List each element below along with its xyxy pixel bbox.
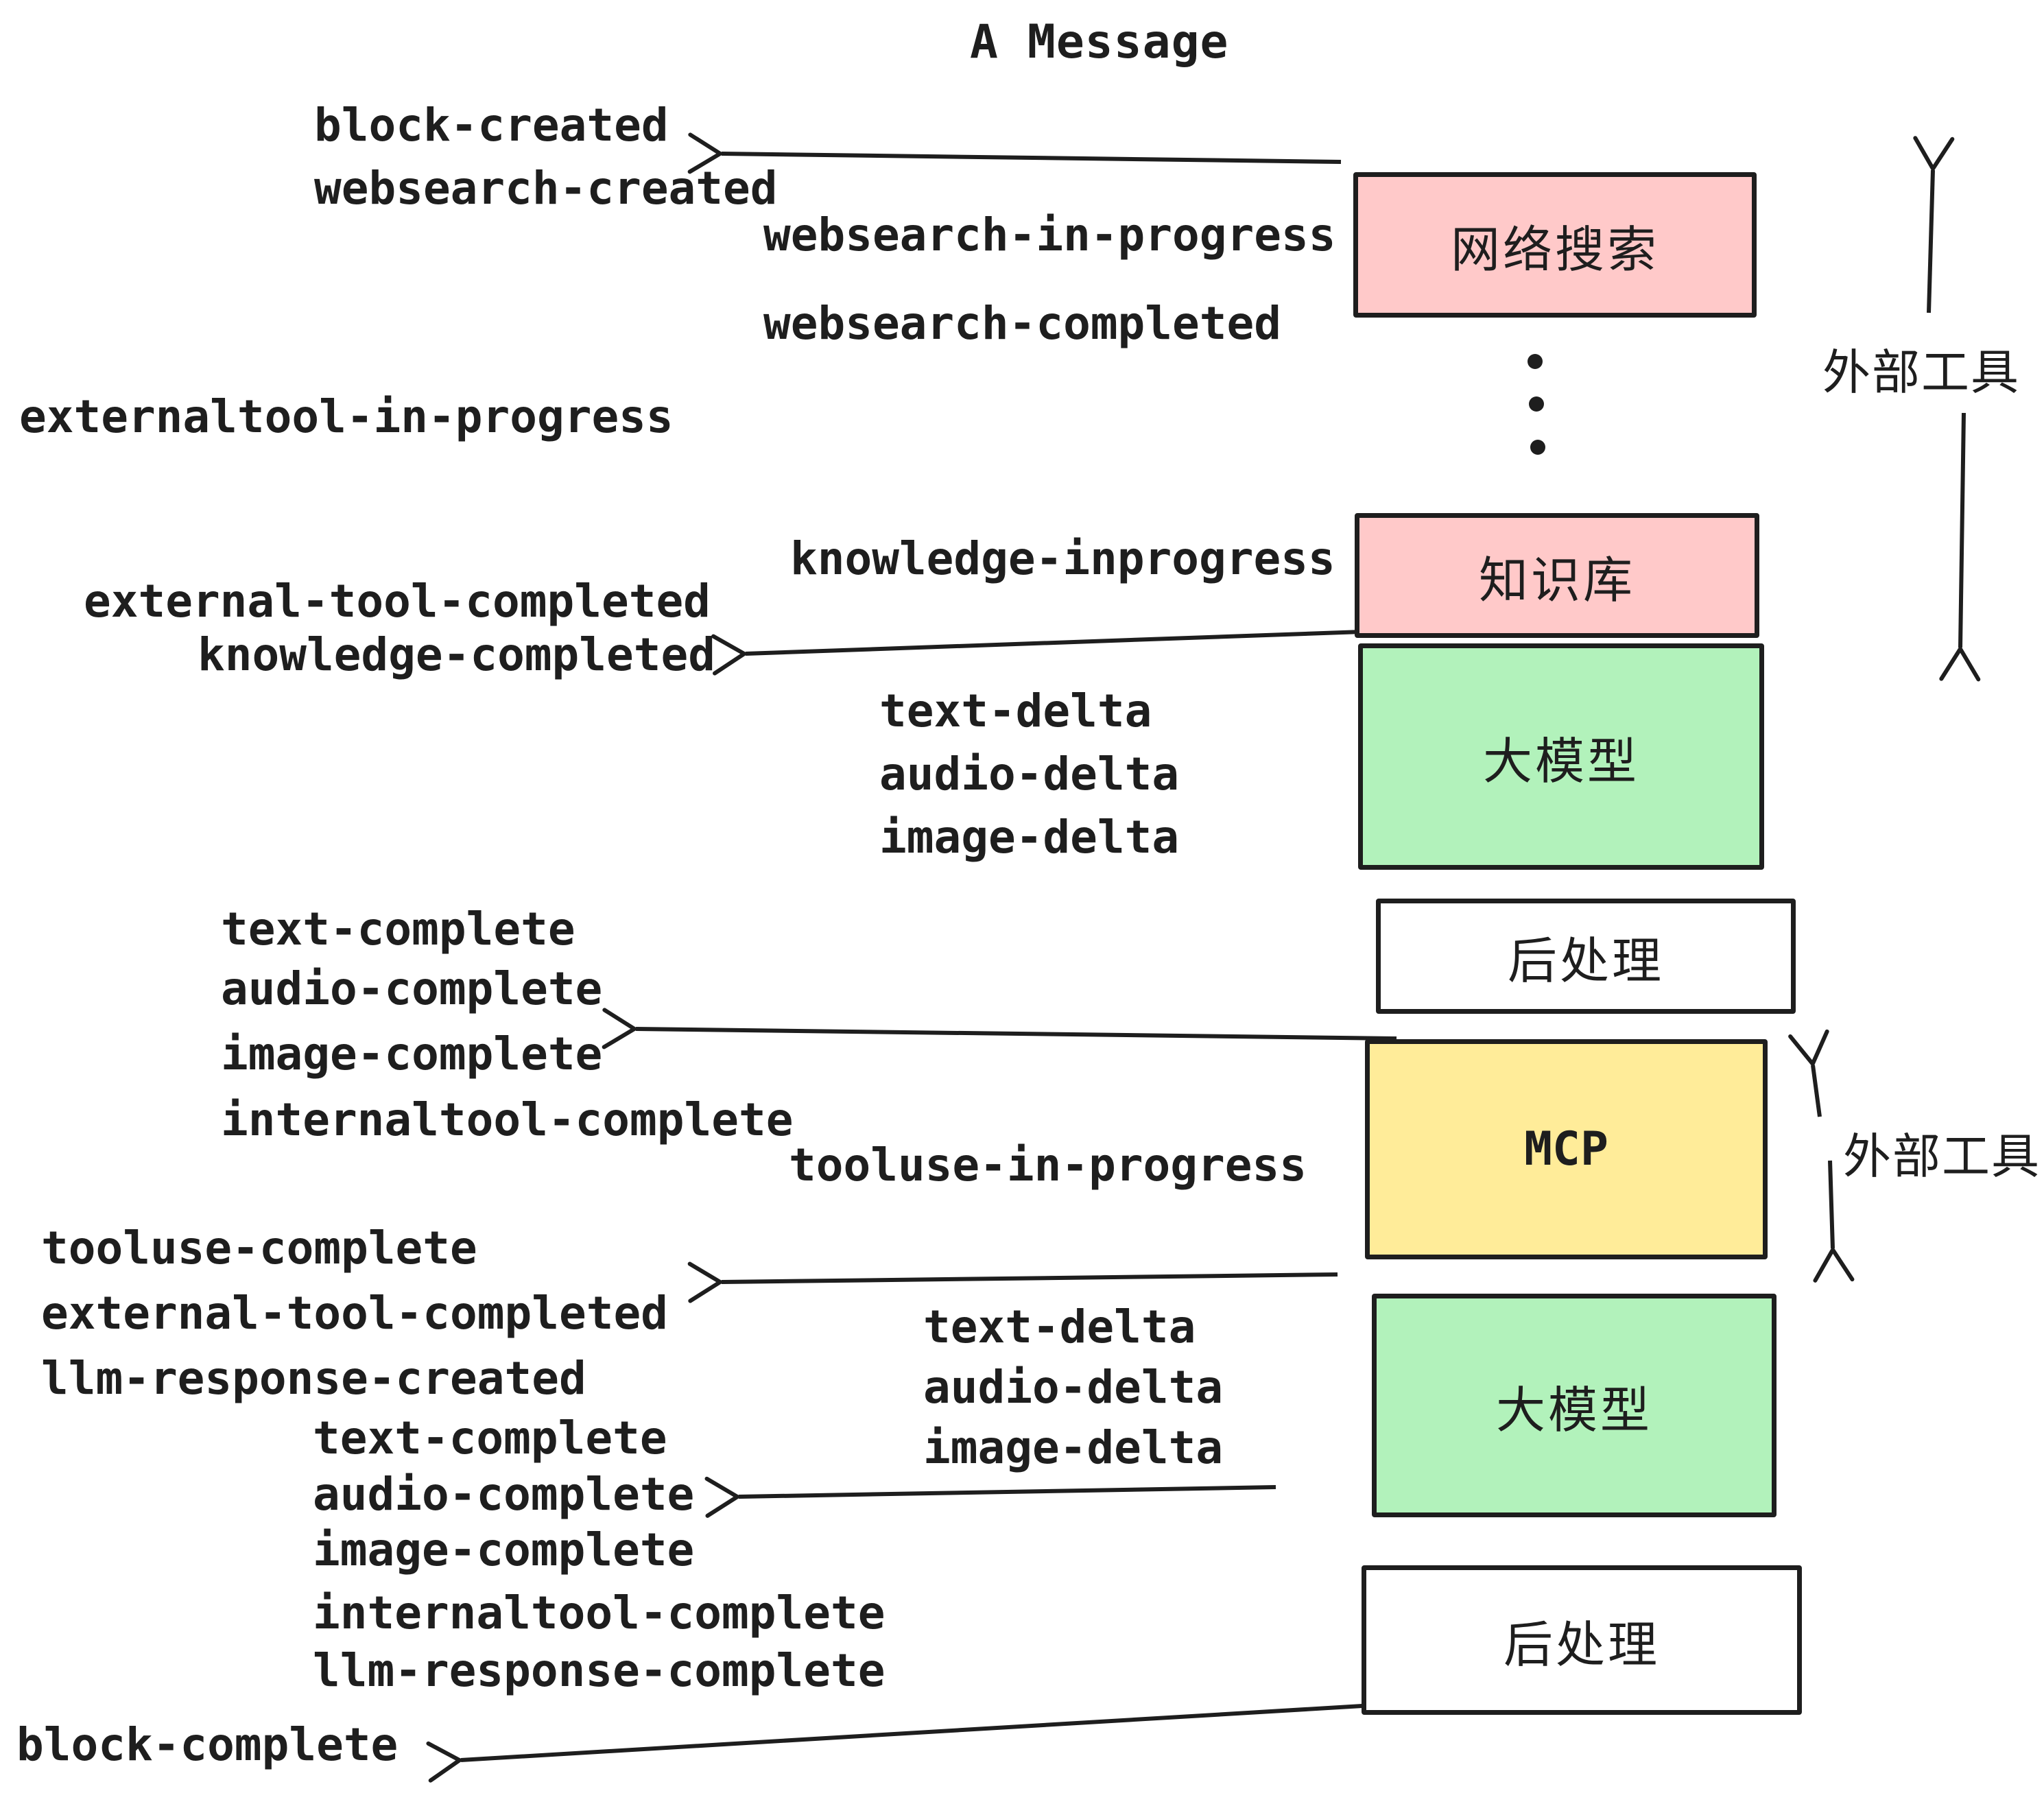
node-mcp-label: MCP (1524, 1122, 1608, 1176)
node-llm-1: 大模型 (1358, 643, 1764, 870)
event-image-complete-2: image-complete (313, 1523, 695, 1576)
event-websearch-completed: websearch-completed (763, 297, 1281, 350)
node-llm-2-label: 大模型 (1495, 1381, 1652, 1439)
ellipsis-dot (1528, 354, 1543, 369)
event-text-complete-2: text-complete (313, 1412, 667, 1464)
event-tooluse-complete: tooluse-complete (41, 1222, 477, 1274)
event-externaltool-in-progress: externaltool-in-progress (19, 390, 674, 443)
event-image-delta-2: image-delta (923, 1421, 1224, 1474)
event-internaltool-complete-2: internaltool-complete (313, 1587, 886, 1639)
ellipsis-dot (1529, 396, 1544, 412)
event-image-delta-1: image-delta (879, 811, 1180, 864)
diagram-title: A Message (970, 15, 1229, 69)
event-audio-complete-1: audio-complete (221, 962, 603, 1015)
event-image-complete-1: image-complete (221, 1028, 603, 1080)
node-llm-2: 大模型 (1372, 1294, 1776, 1517)
event-audio-delta-1: audio-delta (879, 748, 1180, 800)
event-external-tool-completed-1: external-tool-completed (84, 575, 711, 628)
arrow-block-complete (426, 1704, 1363, 1783)
event-llm-response-created: llm-response-created (41, 1352, 586, 1405)
node-websearch-label: 网络搜索 (1450, 220, 1659, 278)
node-llm-1-label: 大模型 (1482, 732, 1639, 790)
external-tools-annotation-top: 外部工具 (1822, 344, 2020, 401)
external-tools-range-down-arrow (1939, 412, 1981, 682)
ellipsis-dot (1530, 440, 1545, 455)
event-knowledge-completed: knowledge-completed (198, 628, 715, 681)
node-websearch: 网络搜索 (1353, 172, 1757, 318)
arrow-audio-complete (704, 1476, 1276, 1518)
event-websearch-created: websearch-created (314, 162, 778, 215)
node-postprocess-2-label: 后处理 (1503, 1615, 1660, 1674)
node-mcp: MCP (1365, 1039, 1768, 1259)
mcp-external-tools-down-arrow (1813, 1160, 1855, 1283)
event-text-delta-1: text-delta (879, 685, 1152, 737)
arrow-image-complete (602, 1008, 1397, 1049)
arrow-tooluse-complete (687, 1261, 1338, 1303)
event-external-tool-completed-2: external-tool-completed (41, 1287, 668, 1340)
event-block-created: block-created (314, 99, 669, 152)
node-knowledge-base-label: 知识库 (1478, 551, 1635, 609)
node-knowledge-base: 知识库 (1355, 513, 1759, 638)
event-llm-response-complete: llm-response-complete (313, 1644, 886, 1697)
event-text-complete-1: text-complete (221, 903, 575, 956)
event-text-delta-2: text-delta (923, 1301, 1196, 1353)
event-knowledge-inprogress: knowledge-inprogress (790, 532, 1335, 585)
node-postprocess-1: 后处理 (1376, 899, 1796, 1014)
event-audio-complete-2: audio-complete (313, 1468, 695, 1521)
event-internaltool-complete-1: internaltool-complete (221, 1093, 794, 1146)
event-tooluse-in-progress: tooluse-in-progress (789, 1139, 1307, 1191)
event-websearch-in-progress: websearch-in-progress (763, 209, 1336, 261)
mcp-external-tools-up-arrow (1788, 1029, 1829, 1117)
arrow-websearch-created (687, 132, 1342, 174)
external-tools-annotation-mcp: 外部工具 (1843, 1128, 2041, 1185)
node-postprocess-1-label: 后处理 (1507, 931, 1664, 990)
event-audio-delta-2: audio-delta (923, 1361, 1224, 1414)
node-postprocess-2: 后处理 (1362, 1565, 1802, 1715)
arrow-knowledge-completed (711, 630, 1363, 676)
external-tools-range-up-arrow (1913, 136, 1955, 313)
event-block-complete: block-complete (16, 1718, 399, 1771)
